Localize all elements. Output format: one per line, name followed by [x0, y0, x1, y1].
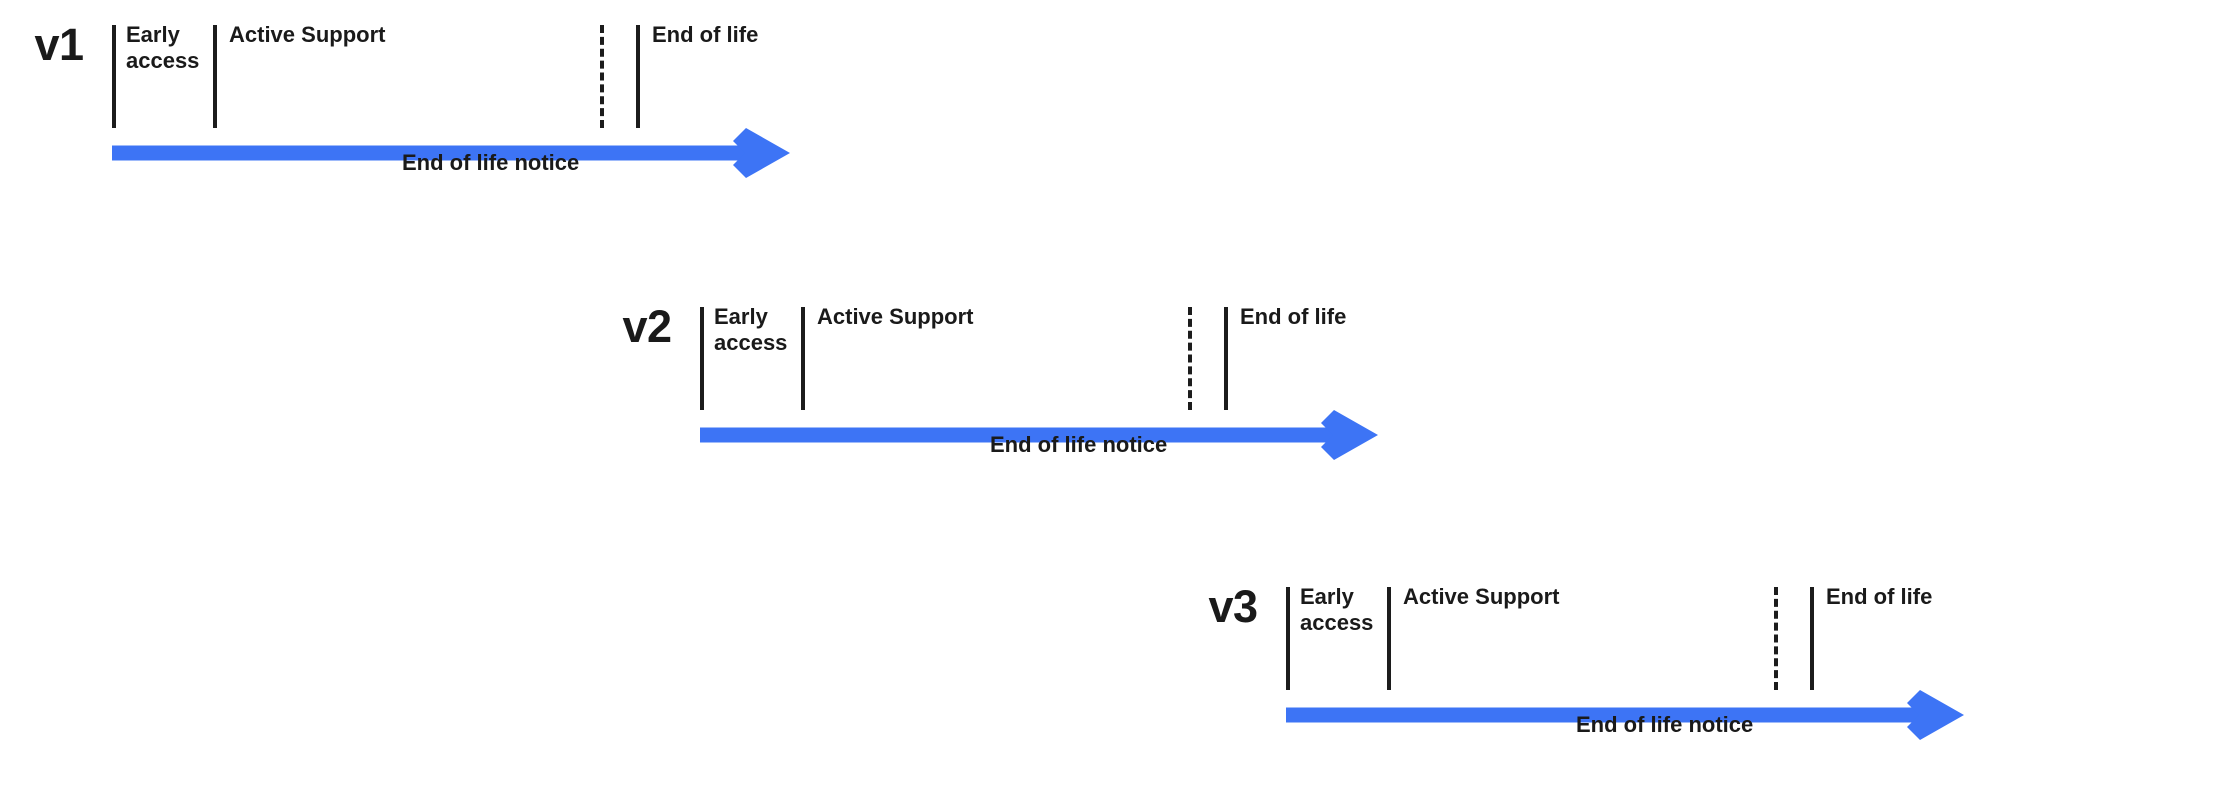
version-label-v1: v1 — [34, 19, 84, 70]
timeline-arrow — [112, 126, 792, 180]
phase-label: Active Support — [229, 22, 386, 47]
end-of-life-notice-label: End of life notice — [1576, 712, 1754, 737]
phase-divider — [801, 307, 805, 410]
phase-label: Early access — [714, 304, 788, 355]
version-label-v2: v2 — [622, 301, 672, 352]
phase-divider — [213, 25, 217, 128]
phase-divider — [700, 307, 704, 410]
eol-notice-marker-dashed — [1188, 307, 1192, 410]
end-of-life-label: End of life — [652, 22, 759, 47]
eol-notice-marker-dashed — [600, 25, 604, 128]
end-of-life-label: End of life — [1240, 304, 1347, 329]
phase-label: Early access — [1300, 584, 1374, 635]
end-of-life-marker — [636, 25, 640, 128]
end-of-life-marker — [1810, 587, 1814, 690]
phase-divider — [1286, 587, 1290, 690]
timeline-arrow — [1286, 688, 1966, 742]
phase-label: Active Support — [817, 304, 974, 329]
end-of-life-notice-label: End of life notice — [990, 432, 1168, 457]
end-of-life-marker — [1224, 307, 1228, 410]
timeline-arrow — [700, 408, 1380, 462]
end-of-life-label: End of life — [1826, 584, 1933, 609]
phase-divider — [1387, 587, 1391, 690]
eol-notice-marker-dashed — [1774, 587, 1778, 690]
end-of-life-notice-label: End of life notice — [402, 150, 580, 175]
phase-label: Active Support — [1403, 584, 1560, 609]
phase-label: Early access — [126, 22, 200, 73]
phase-divider — [112, 25, 116, 128]
version-label-v3: v3 — [1208, 581, 1258, 632]
